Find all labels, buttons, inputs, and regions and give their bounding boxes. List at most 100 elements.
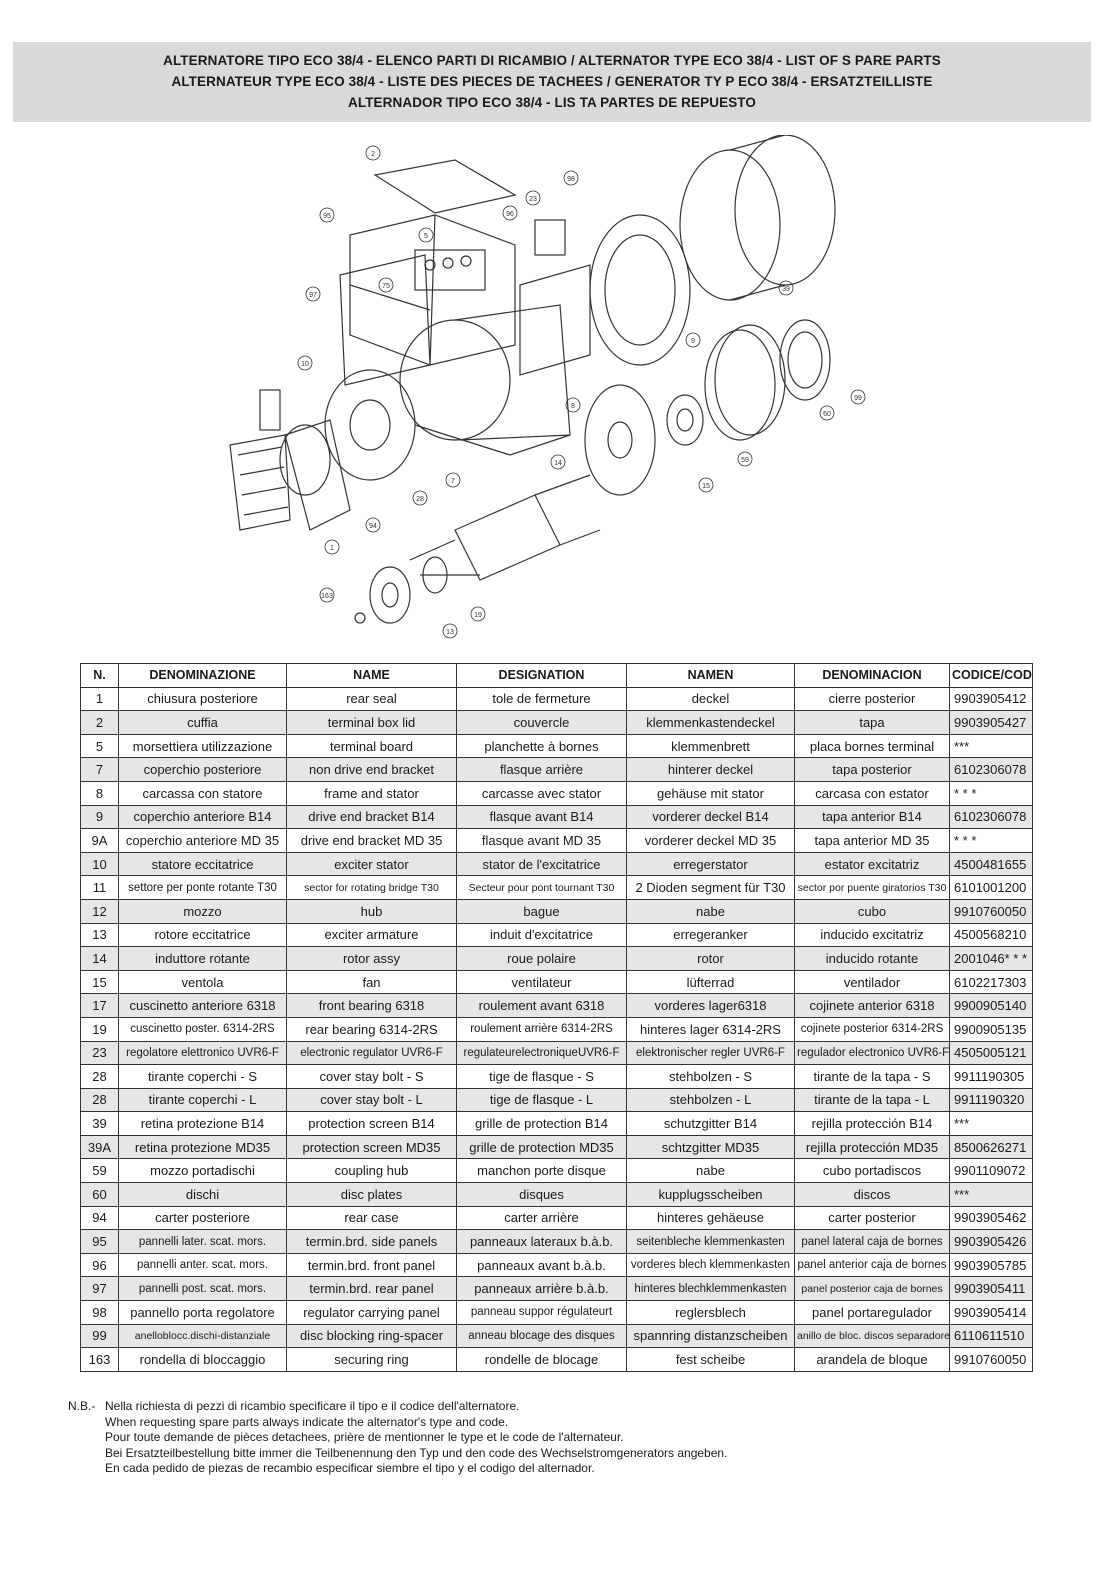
cell-number: 9 xyxy=(80,804,119,830)
exploded-view-drawing: 2 95 96 23 98 5 97 75 9 10 8 7 28 94 1 1… xyxy=(229,134,866,639)
cell-designation: couvercle xyxy=(456,710,627,735)
cell-denominacion: tirante de la tapa - L xyxy=(794,1087,950,1113)
cell-denominacion: panel anterior caja de bornes xyxy=(794,1252,950,1278)
callout-label: 13 xyxy=(446,629,454,636)
cell-namen: hinterer deckel xyxy=(626,757,795,782)
cell-designation: flasque avant MD 35 xyxy=(456,828,627,853)
cell-number: 39A xyxy=(80,1134,119,1160)
callout-label: 15 xyxy=(702,483,710,490)
cell-namen: reglersblech xyxy=(626,1300,795,1325)
cell-code: 9911190320 xyxy=(949,1087,1033,1113)
cell-code: 9903905427 xyxy=(949,710,1033,735)
cell-code: 4500481655 xyxy=(949,851,1033,877)
cell-name: rear seal xyxy=(286,686,457,712)
cell-code: 9903905426 xyxy=(949,1229,1033,1254)
cell-name: drive end bracket B14 xyxy=(286,804,457,830)
cell-denominazione: coperchio anteriore B14 xyxy=(118,804,287,830)
cell-code: 9911190305 xyxy=(949,1064,1033,1089)
cell-number: 97 xyxy=(80,1276,119,1302)
callout-label: 94 xyxy=(369,523,377,530)
column-header-namen: NAMEN xyxy=(626,663,795,688)
cell-name: hub xyxy=(286,898,457,924)
callout-label: 99 xyxy=(854,395,862,402)
callout-label: 163 xyxy=(321,593,333,600)
cell-denominacion: arandela de bloque xyxy=(794,1347,950,1372)
cell-name: fan xyxy=(286,969,457,995)
cell-designation: disques xyxy=(456,1182,627,1207)
header-line-2: ALTERNATEUR TYPE ECO 38/4 - LISTE DES PI… xyxy=(171,74,933,89)
cell-number: 14 xyxy=(80,946,119,971)
cell-code: * * * xyxy=(949,828,1033,853)
cell-designation: anneau blocage des disques xyxy=(456,1323,627,1349)
column-header-designation: DESIGNATION xyxy=(456,663,627,688)
cell-number: 17 xyxy=(80,993,119,1018)
cell-denominacion: sector por puente giratorios T30 xyxy=(794,875,950,900)
cell-denominacion: tapa anterior B14 xyxy=(794,804,950,830)
cell-denominazione: chiusura posteriore xyxy=(118,686,287,712)
cell-denominacion: tapa posterior xyxy=(794,757,950,782)
cell-name: rear case xyxy=(286,1205,457,1231)
cell-designation: Secteur pour pont tournant T30 xyxy=(456,875,627,900)
cell-code: *** xyxy=(949,1111,1033,1136)
cell-number: 10 xyxy=(80,851,119,877)
cell-denominacion: cubo portadiscos xyxy=(794,1158,950,1184)
cell-number: 19 xyxy=(80,1016,119,1042)
cell-name: regulator carrying panel xyxy=(286,1300,457,1325)
cell-namen: hinteres lager 6314-2RS xyxy=(626,1016,795,1042)
cell-namen: nabe xyxy=(626,898,795,924)
cell-name: front bearing 6318 xyxy=(286,993,457,1018)
cell-name: disc plates xyxy=(286,1182,457,1207)
cell-denominazione: coperchio anteriore MD 35 xyxy=(118,828,287,853)
cell-denominazione: pannello porta regolatore xyxy=(118,1300,287,1325)
cell-code: 4500568210 xyxy=(949,922,1033,948)
cell-name: exciter stator xyxy=(286,851,457,877)
cell-designation: induit d'excitatrice xyxy=(456,922,627,948)
cell-name: termin.brd. rear panel xyxy=(286,1276,457,1302)
cell-code: 6101001200 xyxy=(949,875,1033,900)
cell-designation: panneaux lateraux b.à.b. xyxy=(456,1229,627,1254)
cell-designation: roue polaire xyxy=(456,946,627,971)
cell-namen: rotor xyxy=(626,946,795,971)
cell-number: 11 xyxy=(80,875,119,900)
cell-designation: planchette à bornes xyxy=(456,733,627,759)
cell-namen: 2 Dioden segment für T30 xyxy=(626,875,795,900)
table-header-row: N. DENOMINAZIONE NAME DESIGNATION NAMEN … xyxy=(80,663,1033,688)
cell-namen: erregeranker xyxy=(626,922,795,948)
cell-name: electronic regulator UVR6-F xyxy=(286,1040,457,1066)
column-header-denominacion: DENOMINACION xyxy=(794,663,950,688)
cell-name: drive end bracket MD 35 xyxy=(286,828,457,853)
cell-designation: bague xyxy=(456,898,627,924)
column-header-name: NAME xyxy=(286,663,457,688)
cell-namen: schutzgitter B14 xyxy=(626,1111,795,1136)
cell-code: *** xyxy=(949,1182,1033,1207)
cell-denominazione: cuffia xyxy=(118,710,287,735)
cell-denominazione: anelloblocc.dischi-distanziale xyxy=(118,1323,287,1349)
cell-namen: seitenbleche klemmenkasten xyxy=(626,1229,795,1254)
cell-name: frame and stator xyxy=(286,780,457,806)
cell-denominacion: regulador electronico UVR6-F xyxy=(794,1040,950,1066)
callout-label: 14 xyxy=(554,460,562,467)
cell-code: 6102306078 xyxy=(949,757,1033,782)
callout-label: 60 xyxy=(823,411,831,418)
cell-denominazione: pannelli post. scat. mors. xyxy=(118,1276,287,1302)
cell-code: 9900905135 xyxy=(949,1016,1033,1042)
cell-namen: hinteres gehäeuse xyxy=(626,1205,795,1231)
note-french: Pour toute demande de pièces detachees, … xyxy=(105,1430,624,1444)
cell-namen: erregerstator xyxy=(626,851,795,877)
cell-designation: grille de protection MD35 xyxy=(456,1134,627,1160)
cell-denominacion: placa bornes terminal xyxy=(794,733,950,759)
cell-denominacion: cierre posterior xyxy=(794,686,950,712)
cell-denominacion: ventilador xyxy=(794,969,950,995)
cell-name: sector for rotating bridge T30 xyxy=(286,875,457,900)
cell-number: 9A xyxy=(80,828,119,853)
